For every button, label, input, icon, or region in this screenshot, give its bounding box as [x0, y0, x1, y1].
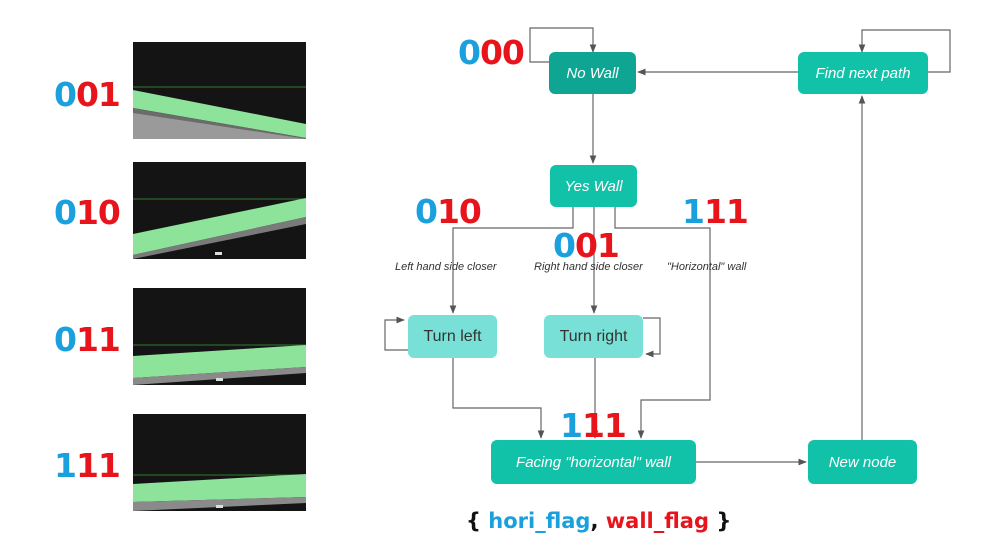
node-turn-right[interactable]: Turn right: [544, 315, 643, 358]
node-yes-wall[interactable]: Yes Wall: [550, 165, 637, 207]
wall-flag-digits: 01: [574, 226, 620, 265]
camera-thumbnail-111: [133, 414, 306, 511]
hori-flag-digit: 0: [458, 33, 481, 72]
node-find-next-path[interactable]: Find next path: [798, 52, 928, 94]
edge-label-horizontal: "Horizontal" wall: [667, 261, 747, 273]
hori-flag-digit: 0: [54, 75, 77, 114]
node-facing-horizontal-wall[interactable]: Facing "horizontal" wall: [491, 440, 696, 484]
code-right-closer: 001: [553, 226, 620, 265]
code-row-1: 001: [54, 75, 121, 114]
edge-label-left: Left hand side closer: [395, 261, 497, 273]
code-horizontal: 111: [682, 192, 749, 231]
legend-wall-flag: wall_flag: [605, 509, 710, 533]
code-row-2: 010: [54, 193, 121, 232]
hori-flag-digit: 1: [560, 406, 583, 445]
hori-flag-digit: 0: [54, 320, 77, 359]
wall-flag-digits: 00: [479, 33, 525, 72]
camera-thumbnail-010: [133, 162, 306, 259]
code-facing: 111: [560, 406, 627, 445]
hori-flag-digit: 1: [54, 446, 77, 485]
code-left-closer: 010: [415, 192, 482, 231]
wall-flag-digits: 10: [436, 192, 482, 231]
legend-close-brace: }: [716, 509, 732, 533]
hori-flag-digit: 0: [54, 193, 77, 232]
wall-flag-digits: 01: [75, 75, 121, 114]
hori-flag-digit: 0: [553, 226, 576, 265]
node-no-wall[interactable]: No Wall: [549, 52, 636, 94]
legend-hori-flag: hori_flag: [488, 509, 591, 533]
loop-no-wall: [529, 27, 597, 63]
loop-turn-right: [643, 317, 661, 358]
camera-thumbnail-011: [133, 288, 306, 385]
edge-turnleft-to-facing: [452, 358, 545, 439]
hori-flag-digit: 0: [415, 192, 438, 231]
wall-flag-digits: 10: [75, 193, 121, 232]
flag-legend: { hori_flag, wall_flag }: [466, 509, 731, 533]
node-new-node[interactable]: New node: [808, 440, 917, 484]
wall-flag-digits: 11: [703, 192, 749, 231]
code-row-3: 011: [54, 320, 121, 359]
wall-flag-digits: 11: [581, 406, 627, 445]
edge-label-right: Right hand side closer: [534, 261, 643, 273]
wall-flag-digits: 11: [75, 446, 121, 485]
legend-comma: ,: [590, 509, 599, 533]
hori-flag-digit: 1: [682, 192, 705, 231]
node-turn-left[interactable]: Turn left: [408, 315, 497, 358]
edge-yeswall-to-turnleft: [449, 207, 574, 314]
edge-yeswall-to-facing: [614, 207, 711, 439]
camera-thumbnail-001: [133, 42, 306, 139]
legend-open-brace: {: [466, 509, 481, 533]
wall-flag-digits: 11: [75, 320, 121, 359]
loop-turn-left: [384, 316, 408, 351]
code-no-wall: 000: [458, 33, 525, 72]
code-row-4: 111: [54, 446, 121, 485]
loop-find-next-path: [858, 29, 951, 73]
